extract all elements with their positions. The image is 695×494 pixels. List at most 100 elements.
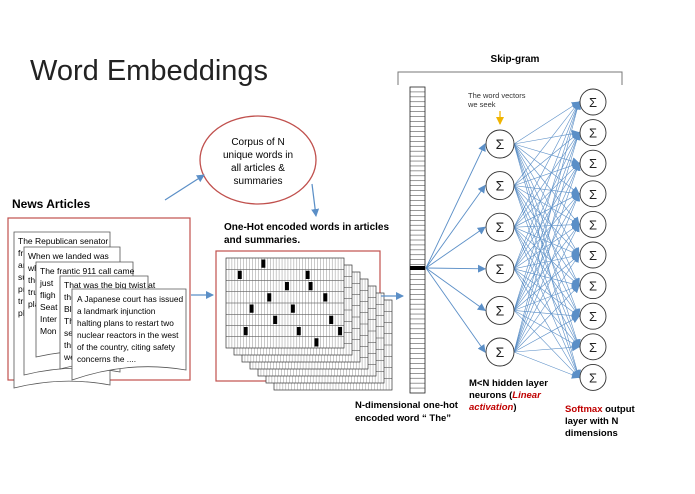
word-vectors-label-line2: we seek [467,100,496,109]
article-5-line: halting plans to restart two [77,318,174,328]
network-connections [425,101,582,379]
output-neuron: Σ [579,363,607,391]
hidden-label-line3: activation) [469,402,517,413]
sigma-symbol: Σ [589,279,597,294]
article-3-line: The frantic 911 call came [40,266,135,276]
onehot-active-cell [314,338,319,347]
hidden-to-output-connection [513,162,580,269]
onehot-active-cell [267,293,272,302]
hidden-to-output-connection [513,252,580,270]
article-5-line: of the country, citing safety [77,342,176,352]
skipgram-label: Skip-gram [491,54,540,65]
skipgram-bracket [397,71,623,85]
sigma-symbol: Σ [589,156,597,171]
hidden-to-output-connection [513,143,580,166]
hidden-to-output-connection [513,143,581,379]
article-1-line: fr [18,248,23,258]
article-2-line: tru [28,287,38,297]
output-neuron: Σ [579,180,607,208]
hidden-to-output-connection [513,268,580,348]
sigma-symbol: Σ [496,344,505,360]
output-label-line2: layer with N [565,416,618,427]
hidden-to-output-connection [513,185,580,197]
arrow-corpus-to-onehot [311,183,320,217]
sigma-symbol: Σ [496,219,505,235]
sigma-symbol: Σ [496,178,505,194]
hidden-label-line2: neurons (Linear [469,390,542,401]
hidden-to-output-connection [513,101,581,269]
article-5-line: A Japanese court has issued [77,294,183,304]
hidden-to-output-connection [513,162,580,311]
article-4-line: the [64,292,76,302]
article-3-line: Inter [40,314,57,324]
input-to-hidden-connection [425,143,486,269]
onehot-active-cell [305,270,310,279]
output-neuron: Σ [579,241,607,269]
hidden-to-output-connection [513,254,580,353]
article-1-line: tru [18,296,28,306]
hidden-label-line1: M<N hidden layer [469,378,548,389]
corpus-label-line2: unique words in [223,150,293,161]
hidden-to-output-connection [513,193,580,269]
hidden-neuron: Σ [485,295,515,325]
hidden-to-output-connection [513,343,580,353]
hidden-layer: Σ Σ Σ Σ Σ Σ [485,129,515,367]
hidden-label-activation: activation [469,402,514,413]
hidden-to-output-connection [513,162,581,353]
sigma-symbol: Σ [589,370,597,385]
input-active-cell [410,266,425,270]
hidden-to-output-connection [513,131,581,353]
onehot-active-cell [243,327,248,336]
article-3-line: just [39,278,54,288]
sigma-symbol: Σ [496,302,505,318]
sigma-symbol: Σ [589,340,597,355]
hidden-to-output-connection [513,143,580,226]
article-5-line: a landmark injunction [77,306,156,316]
onehot-active-cell [249,304,254,313]
hidden-to-output-connection [513,351,580,379]
input-one-hot-vector [409,86,426,394]
onehot-active-cell [285,282,289,291]
hidden-to-output-connection [513,131,580,186]
hidden-to-output-connection [513,143,580,195]
article-1-line: pr [18,284,26,294]
hidden-to-output-connection [513,162,580,228]
hidden-to-output-connection [513,185,581,348]
hidden-label-prefix: neurons ( [469,390,513,401]
hidden-to-output-connection [513,101,580,186]
output-label-rest: output [602,404,635,415]
hidden-to-output-connection [513,310,580,379]
hidden-to-output-connection [513,315,580,353]
onehot-active-cell [308,282,313,291]
onehot-active-cell [296,327,301,336]
input-label-line2: encoded word “ The” [355,413,451,424]
article-3-line: fligh [40,290,56,300]
hidden-to-output-connection [513,131,580,269]
hidden-to-output-connection [513,101,581,311]
corpus-label-line4: summaries [234,176,283,187]
arrow-articles-to-corpus [164,174,205,201]
article-4-line: Bla [64,304,77,314]
hidden-to-output-connection [513,143,580,287]
hidden-to-output-connection [513,185,581,379]
article-2-line: wh [27,263,39,273]
hidden-to-output-connection [513,101,580,145]
hidden-neuron: Σ [485,129,515,159]
input-to-hidden-connection [425,267,486,311]
sigma-symbol: Σ [589,309,597,324]
onehot-active-cell [323,293,328,302]
output-label-softmax: Softmax [565,404,603,415]
hidden-to-output-connection [513,223,580,311]
hidden-to-output-connection [513,268,580,317]
hidden-neuron: Σ [485,337,515,367]
output-neuron: Σ [579,272,607,300]
article-2-line: When we landed was [28,251,109,261]
hidden-to-output-connection [513,185,580,287]
input-to-hidden-connection [425,226,486,269]
sigma-symbol: Σ [589,95,597,110]
hidden-to-output-connection [513,227,580,318]
sigma-symbol: Σ [496,261,505,277]
onehot-active-cell [261,259,266,268]
